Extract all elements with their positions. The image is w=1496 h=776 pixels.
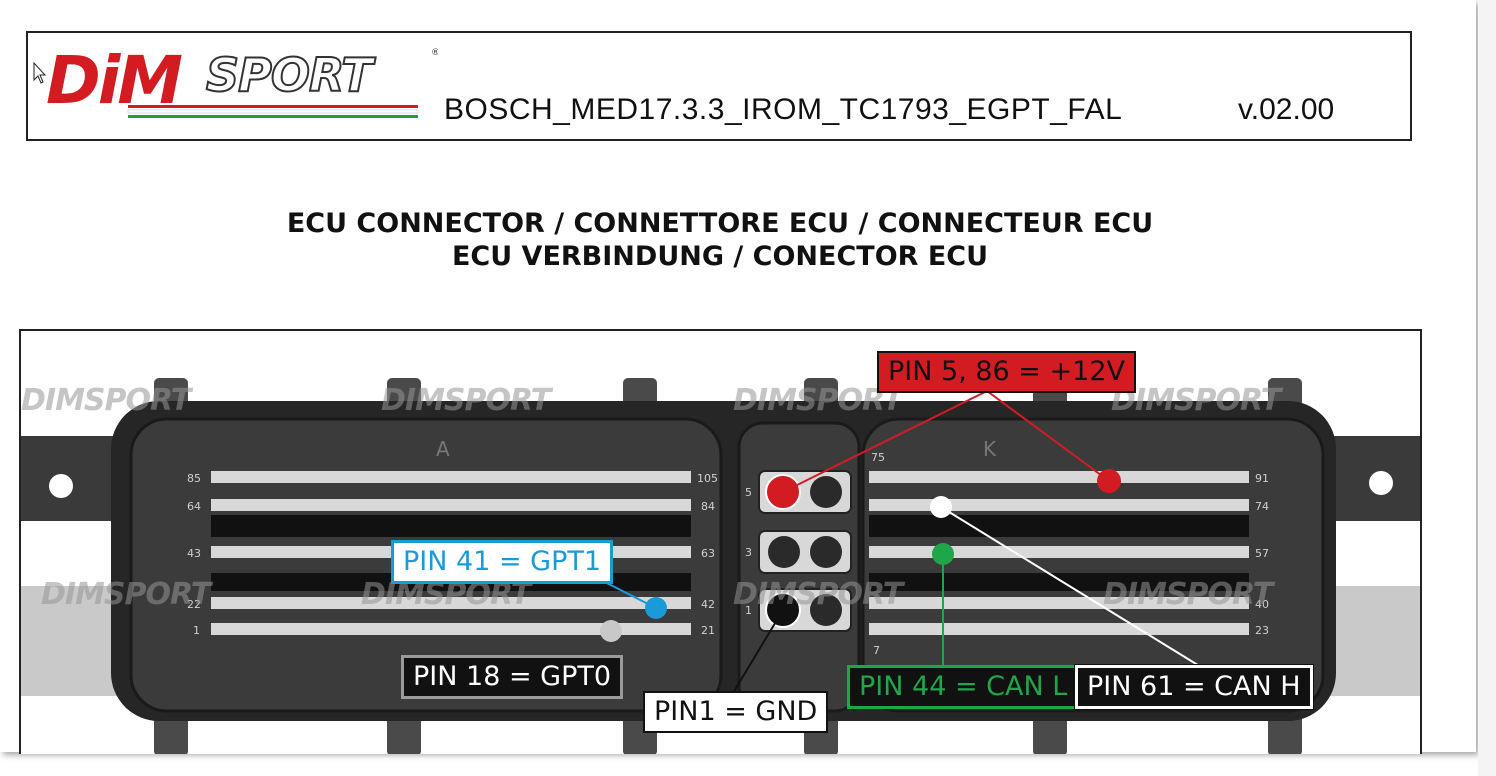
pin-number: 75: [871, 451, 885, 464]
pin-number: 84: [701, 500, 715, 513]
mounting-hole-left: [49, 474, 73, 498]
document-header: DiM SPORT ® BOSCH_MED17.3.3_IROM_TC1793_…: [26, 31, 1412, 141]
pin-number: 74: [1255, 500, 1269, 513]
document-page: DiM SPORT ® BOSCH_MED17.3.3_IROM_TC1793_…: [19, 31, 1422, 754]
dimsport-logo: DiM SPORT ®: [46, 42, 438, 119]
pin-number: 3: [745, 546, 752, 559]
pin-number: 105: [697, 472, 718, 485]
watermark: DIMSPORT: [381, 383, 551, 418]
watermark: DIMSPORT: [733, 577, 903, 612]
pin-number: 57: [1255, 547, 1269, 560]
pin-number: 1: [193, 624, 200, 637]
watermark: DIMSPORT: [1103, 577, 1273, 612]
block-letter-a: A: [436, 437, 450, 461]
pin-number: 85: [187, 472, 201, 485]
pin-number: 21: [701, 624, 715, 637]
label-pin-41-gpt1: PIN 41 = GPT1: [391, 540, 614, 584]
mounting-hole-right: [1369, 471, 1393, 495]
connector-heading-line2: ECU VERBINDUNG / CONECTOR ECU: [451, 241, 989, 272]
watermark: DIMSPORT: [41, 577, 211, 612]
pin-number: 91: [1255, 472, 1269, 485]
pin-number: 43: [187, 547, 201, 560]
document-title: BOSCH_MED17.3.3_IROM_TC1793_EGPT_FAL: [444, 93, 1123, 126]
pin-number: 63: [701, 547, 715, 560]
pin-18-marker: [600, 620, 622, 642]
pin-number: 1: [745, 604, 752, 617]
pin-number: 42: [701, 598, 715, 611]
document-version: v.02.00: [1238, 93, 1335, 126]
mouse-cursor-icon: [33, 62, 47, 84]
label-pin-44-can-l: PIN 44 = CAN L: [847, 665, 1080, 709]
connector-heading-line1: ECU CONNECTOR / CONNETTORE ECU / CONNECT…: [286, 208, 1154, 239]
label-pin-1-gnd: PIN1 = GND: [643, 691, 829, 733]
watermark: DIMSPORT: [733, 383, 903, 418]
pin-number: 7: [873, 644, 880, 657]
ecu-connector-figure: A K 85 64 43 22 1 105 84 63 42 21 5 3 1 …: [19, 329, 1422, 754]
pin-number: 23: [1255, 624, 1269, 637]
pin-number: 64: [187, 500, 201, 513]
svg-text:SPORT: SPORT: [206, 48, 376, 102]
block-letter-k: K: [983, 437, 997, 461]
watermark: DIMSPORT: [1111, 383, 1281, 418]
svg-text:®: ®: [431, 48, 438, 58]
label-pin-5-86-power: PIN 5, 86 = +12V: [877, 351, 1136, 393]
label-pin-61-can-h: PIN 61 = CAN H: [1074, 664, 1314, 710]
pin-number: 5: [745, 486, 752, 499]
pin-number: 40: [1255, 598, 1269, 611]
watermark: DIMSPORT: [21, 383, 191, 418]
pin-number: 22: [187, 598, 201, 611]
window-scrollbar[interactable]: [1478, 0, 1496, 776]
label-pin-18-gpt0: PIN 18 = GPT0: [401, 655, 624, 699]
